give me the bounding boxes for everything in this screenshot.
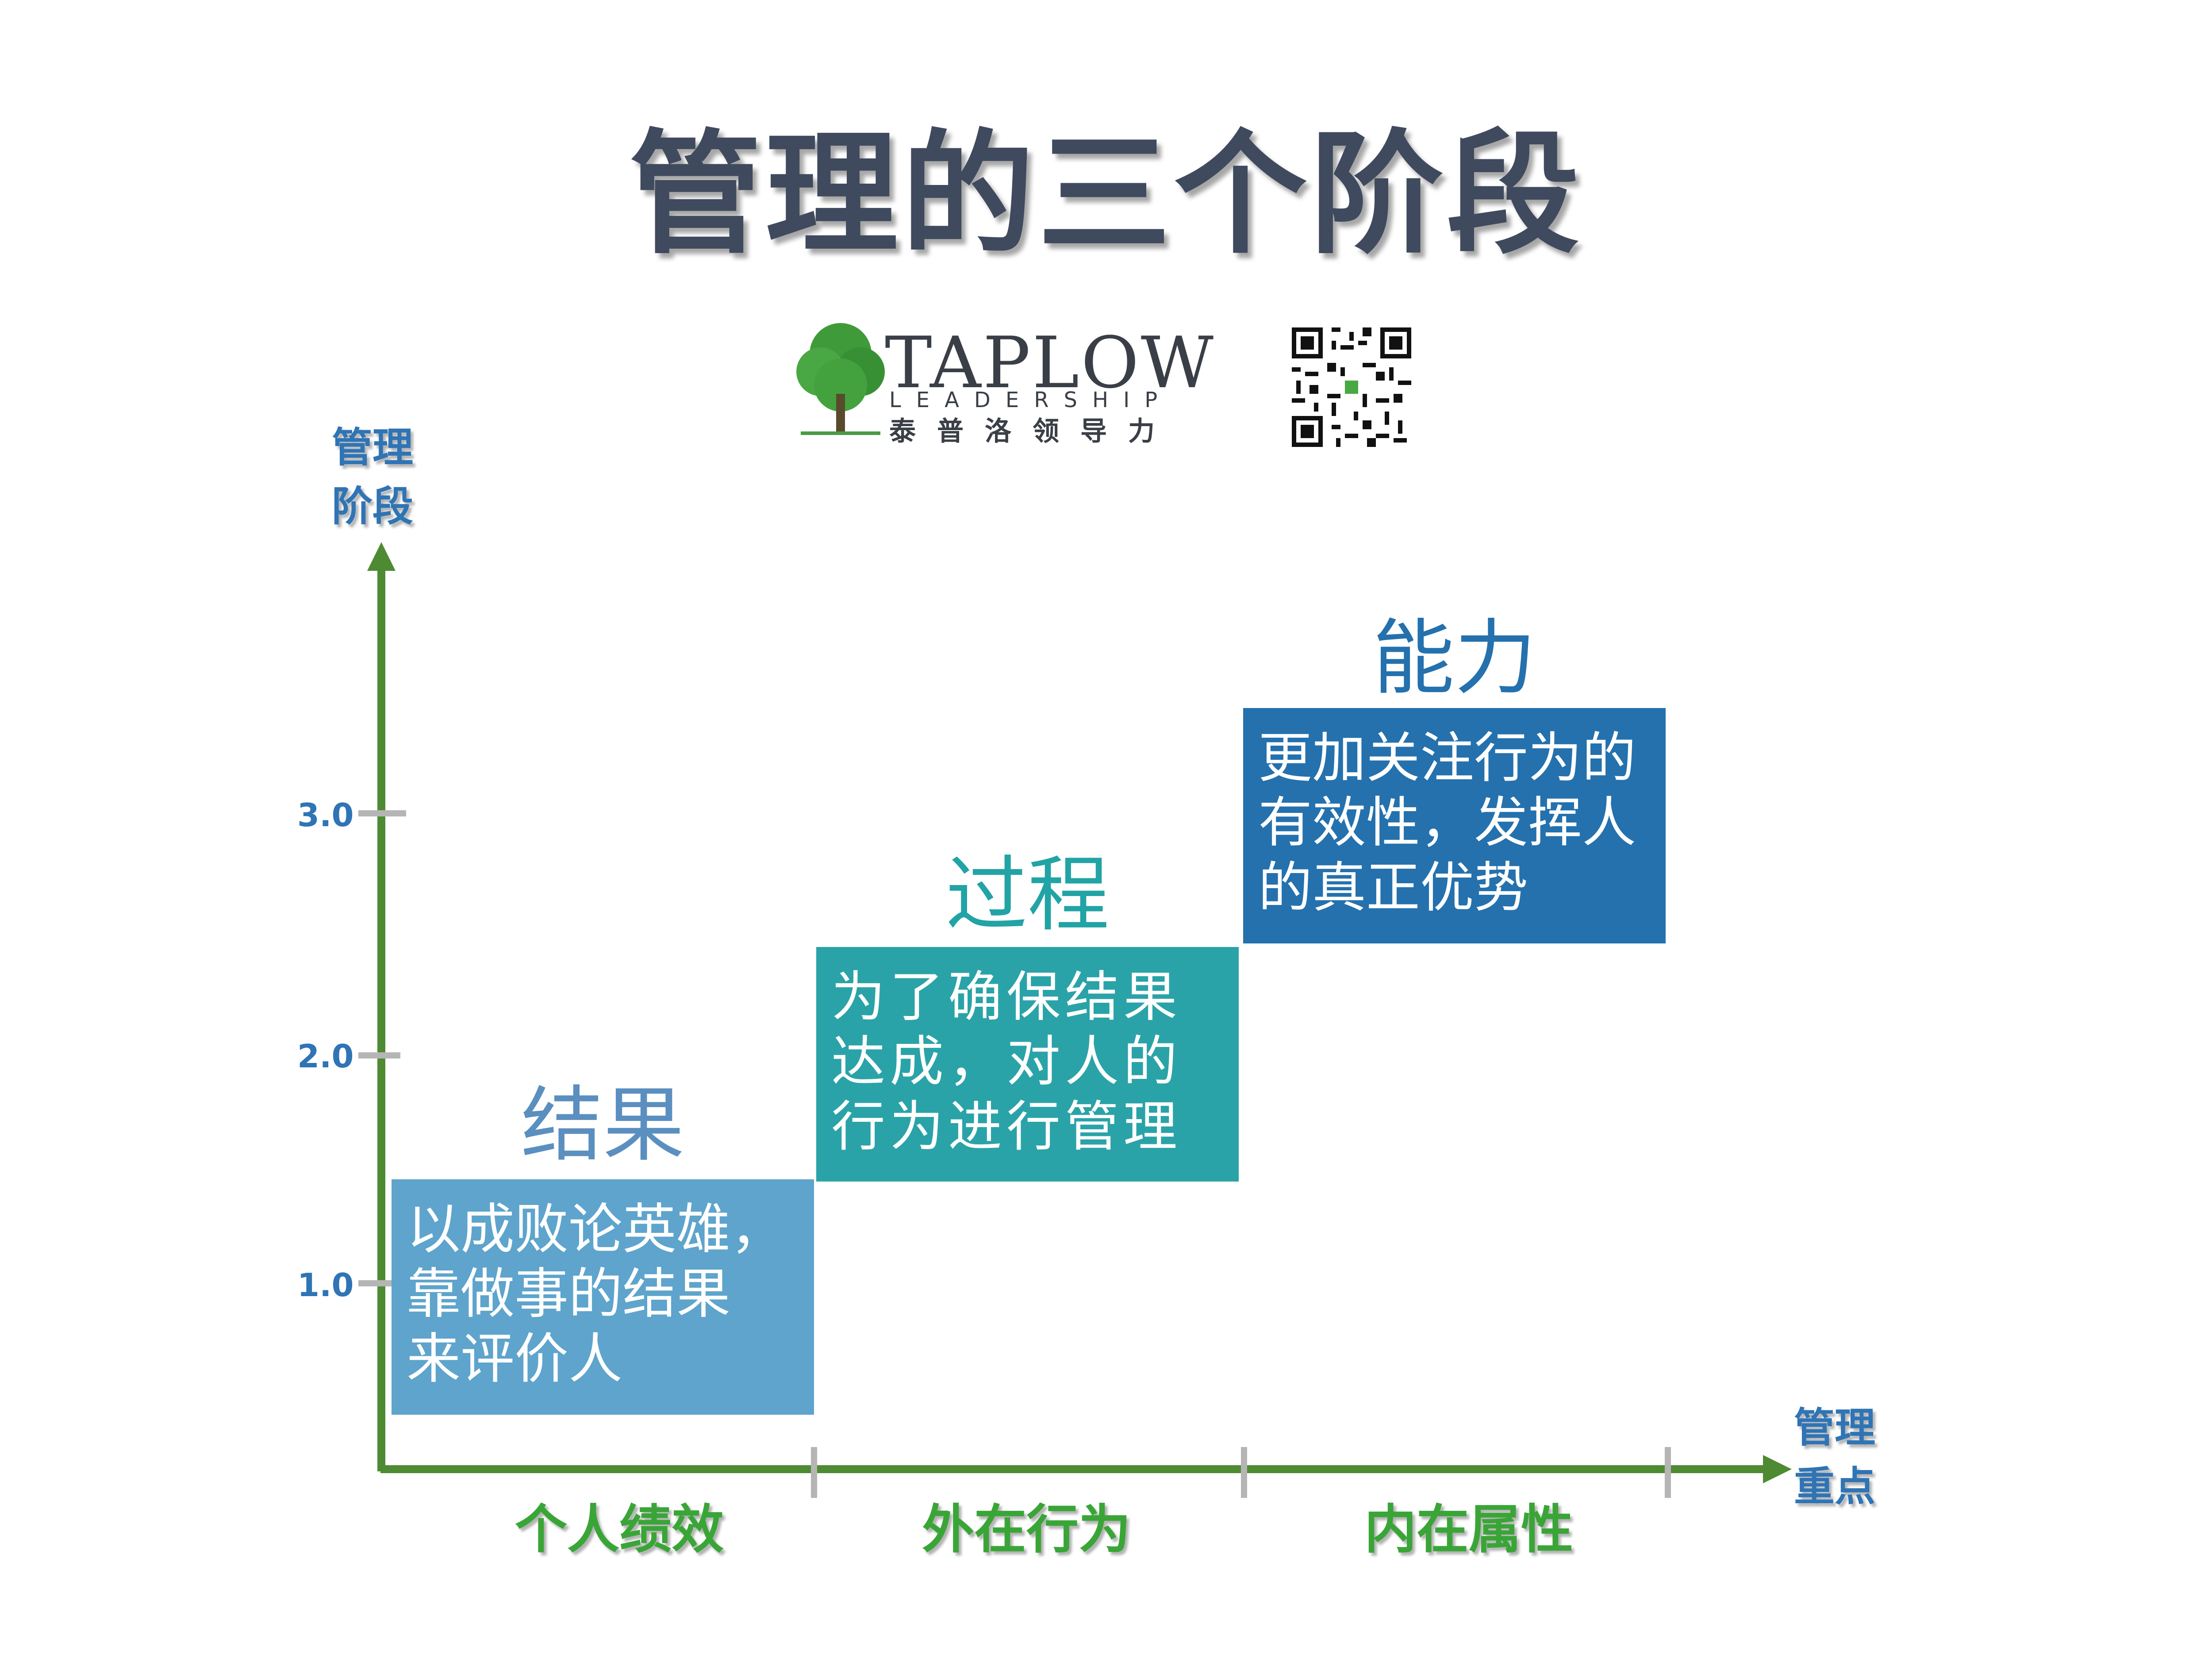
x-axis-title-line2: 重点 bbox=[1794, 1463, 1876, 1511]
stage-box-process: 为了确保结果 达成，对人的 行为进行管理 bbox=[816, 947, 1239, 1182]
tree-icon bbox=[796, 323, 885, 435]
logo-brand: TAPLOW bbox=[885, 321, 1216, 404]
x-axis-arrow bbox=[1763, 1455, 1792, 1483]
y-tick-label: 3.0 bbox=[297, 797, 354, 834]
x-axis-title: 管理 重点 bbox=[1794, 1398, 1875, 1517]
stage-box-results: 以成败论英雄， 靠做事的结果 来评价人 bbox=[392, 1179, 814, 1415]
y-axis-title: 管理 阶段 bbox=[332, 418, 413, 536]
y-axis-title-line2: 阶段 bbox=[332, 483, 414, 531]
y-axis-title-line1: 管理 bbox=[332, 424, 414, 471]
stage-title-results: 结果 bbox=[521, 1077, 685, 1173]
y-axis-arrow bbox=[367, 542, 396, 571]
x-category-label: 个人绩效 bbox=[515, 1499, 724, 1560]
y-tick-label: 1.0 bbox=[297, 1266, 354, 1304]
x-category-label: 内在属性 bbox=[1364, 1499, 1573, 1560]
x-category-label: 外在行为 bbox=[922, 1499, 1131, 1560]
logo-subtitle: LEADERSHIP bbox=[889, 388, 1173, 412]
stage-title-process: 过程 bbox=[945, 847, 1110, 943]
x-axis-title-line1: 管理 bbox=[1794, 1404, 1876, 1451]
qr-code-icon bbox=[1292, 327, 1411, 447]
taplow-logo: TAPLOW LEADERSHIP 泰普洛领导力 bbox=[796, 319, 1214, 451]
logo-chinese: 泰普洛领导力 bbox=[889, 416, 1176, 447]
page-title: 管理的三个阶段 bbox=[629, 117, 1583, 272]
y-tick-label: 2.0 bbox=[297, 1038, 354, 1075]
stage-title-capability: 能力 bbox=[1372, 610, 1536, 706]
stage-box-capability: 更加关注行为的 有效性，发挥人 的真正优势 bbox=[1243, 708, 1666, 943]
